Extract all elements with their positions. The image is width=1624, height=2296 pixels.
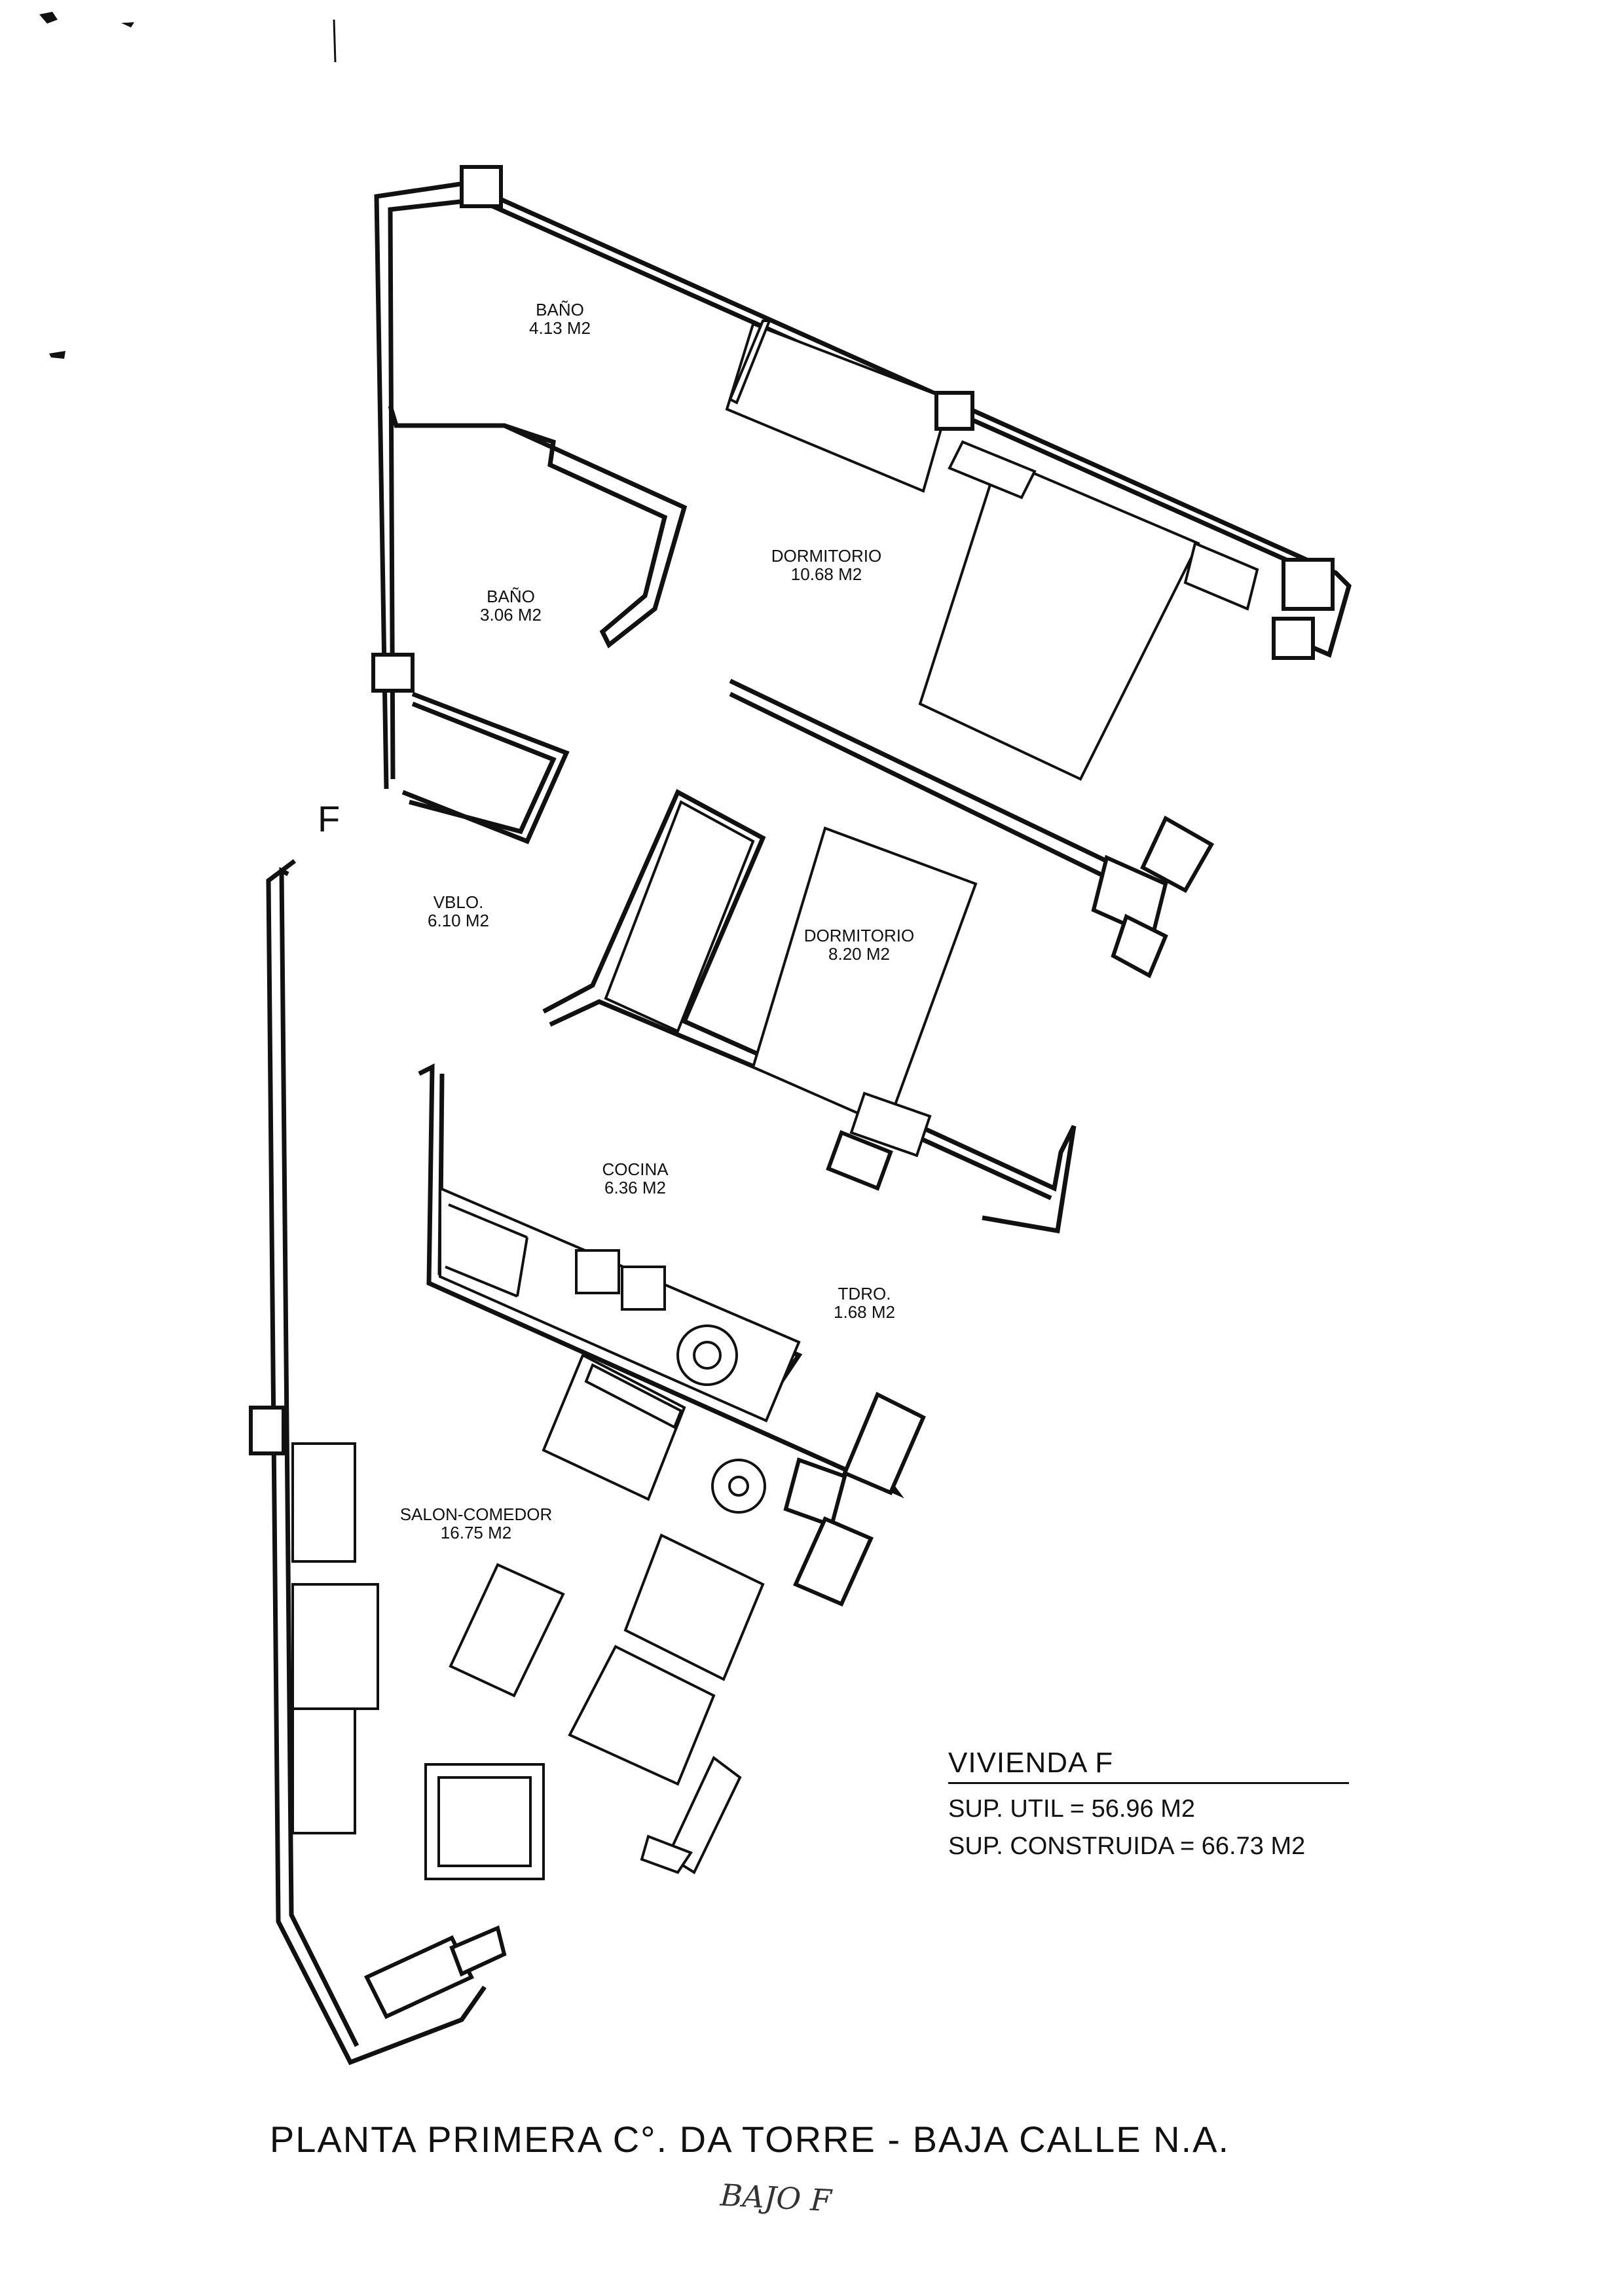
room-name-bano-2: BAÑO: [487, 587, 535, 606]
walls-middle: [542, 789, 1077, 1234]
walls-left: [249, 859, 507, 2066]
unit-label: F: [318, 798, 340, 839]
handwritten-note: BAJO F: [719, 2177, 833, 2219]
room-name-dormitorio-1: DORMITORIO: [771, 546, 882, 566]
room-area-bano-1: 4.13 M2: [529, 318, 591, 338]
kitchen: [418, 1063, 926, 1607]
plan-title: PLANTA PRIMERA C°. DA TORRE - BAJA CALLE…: [269, 2119, 1230, 2160]
room-area-bano-2: 3.06 M2: [480, 605, 542, 625]
room-name-salon-comedor: SALON-COMEDOR: [400, 1504, 553, 1524]
room-name-dormitorio-2: DORMITORIO: [804, 926, 915, 945]
sup-construida: SUP. CONSTRUIDA = 66.73 M2: [948, 1832, 1306, 1860]
room-name-cocina: COCINA: [602, 1159, 669, 1179]
room-area-cocina: 6.36 M2: [604, 1178, 666, 1197]
walls-upper: [371, 165, 1352, 979]
room-labels: BAÑO 4.13 M2 BAÑO 3.06 M2 DORMITORIO 10.…: [400, 300, 915, 1542]
sup-util: SUP. UTIL = 56.96 M2: [948, 1795, 1196, 1823]
room-name-bano-1: BAÑO: [536, 300, 584, 319]
unit-summary: VIVIENDA F SUP. UTIL = 56.96 M2 SUP. CON…: [948, 1747, 1349, 1865]
room-name-vblo: VBLO.: [434, 892, 484, 912]
scan-specks: [39, 12, 337, 359]
room-area-dormitorio-2: 8.20 M2: [828, 944, 890, 964]
room-area-dormitorio-1: 10.68 M2: [791, 564, 862, 584]
room-area-tdro: 1.68 M2: [834, 1302, 895, 1322]
living-furniture: [424, 1353, 766, 1880]
summary-title: VIVIENDA F: [948, 1747, 1349, 1784]
room-area-vblo: 6.10 M2: [428, 911, 489, 930]
room-name-tdro: TDRO.: [838, 1284, 891, 1303]
room-area-salon-comedor: 16.75 M2: [441, 1523, 511, 1542]
